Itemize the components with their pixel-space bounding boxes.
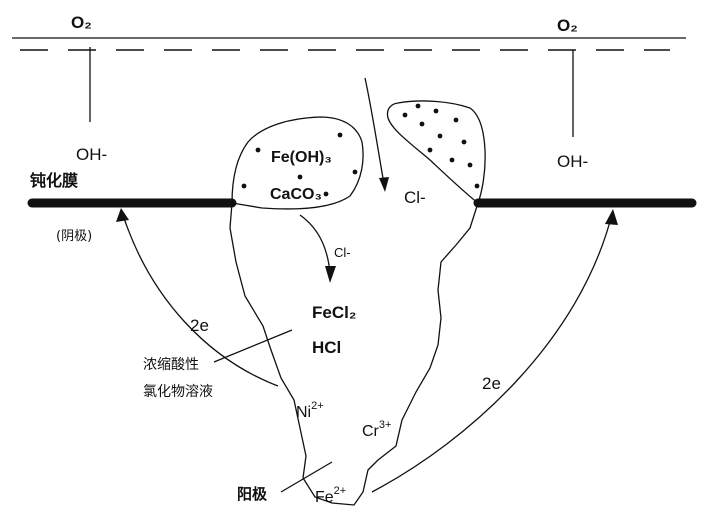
passive-film-label: 钝化膜 (29, 171, 78, 190)
deposit-left-dots (241, 132, 358, 197)
electron-left-label: 2e (190, 316, 209, 335)
pit-outline (229, 202, 479, 506)
electron-arrow-left (121, 211, 279, 387)
oh-right-label: OH- (557, 152, 588, 171)
deposit-feoh3-label: Fe(OH)₃ (271, 149, 332, 166)
electron-arrow-right (371, 213, 613, 493)
fe-ion-label: Fe2+ (315, 485, 346, 506)
cl-inner-arrow (299, 214, 331, 273)
o2-right-label: O₂ (557, 16, 578, 35)
cr-ion-label: Cr3+ (362, 419, 391, 440)
cl-top-label: Cl- (404, 188, 426, 207)
electron-arrowhead-left (116, 208, 129, 222)
solution-leader-line (213, 329, 293, 363)
cl-inner-arrowhead (325, 266, 336, 283)
cl-inner-label: Cl- (334, 245, 351, 260)
cl-migration-arrow (364, 77, 385, 185)
fecl2-label: FeCl₂ (312, 303, 356, 322)
anode-leader-line (280, 461, 333, 493)
oh-left-label: OH- (76, 145, 107, 164)
solution-label-line2: 氯化物溶液 (143, 384, 213, 400)
electron-right-label: 2e (482, 374, 501, 393)
deposit-left (231, 116, 364, 210)
ni-ion-label: Ni2+ (296, 400, 324, 421)
anode-label: 阳极 (237, 485, 268, 503)
deposit-caco3-label: CaCO₃ (270, 186, 322, 203)
electron-arrowhead-right (605, 209, 618, 225)
deposit-right-dots (402, 103, 480, 189)
hcl-label: HCl (312, 338, 341, 357)
cl-migration-arrowhead (379, 177, 389, 192)
solution-label-line1: 浓缩酸性 (143, 357, 199, 373)
cathode-label: (阴极) (56, 229, 92, 244)
o2-left-label: O₂ (71, 13, 92, 32)
deposit-right (386, 100, 486, 205)
